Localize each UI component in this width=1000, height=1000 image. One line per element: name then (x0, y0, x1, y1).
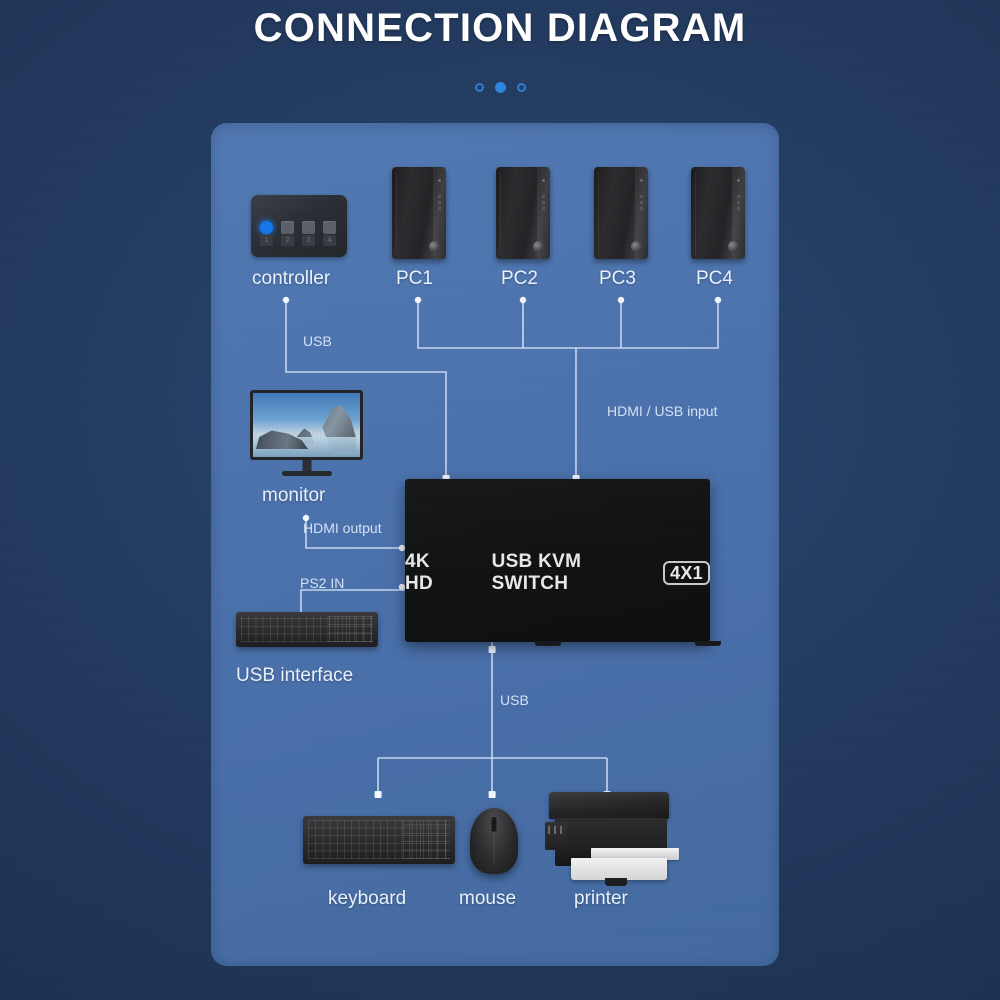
kvm-switch-device[interactable]: 4K HD USB KVM SWITCH 4X1 (405, 479, 721, 646)
controller-button-4-number: 4 (323, 235, 336, 246)
kvm-port-badge: 4X1 (663, 560, 710, 586)
wire-label-pc-input: HDMI / USB input (607, 403, 718, 419)
pc-tower-2[interactable] (496, 167, 550, 259)
kvm-product-text: USB KVM SWITCH (491, 551, 582, 594)
pc-ports-icon (640, 195, 643, 211)
printer-control-panel[interactable] (545, 822, 567, 850)
pc-2-label: PC2 (501, 268, 538, 289)
pagination-dot-1[interactable] (474, 83, 484, 92)
keyboard-device[interactable] (303, 816, 455, 864)
mouse-device[interactable] (470, 808, 518, 874)
monitor-label: monitor (262, 485, 326, 506)
power-button-icon (438, 179, 441, 182)
kvm-product-group: USB KVM SWITCH 4X1 (492, 551, 710, 595)
pc-tower-3[interactable] (594, 167, 648, 259)
monitor-stand-neck (302, 460, 311, 472)
usb-interface-keyboard[interactable] (236, 612, 378, 647)
wire-label-hdmi-output: HDMI output (303, 520, 382, 536)
monitor-device[interactable] (250, 390, 363, 482)
controller-button-4[interactable]: 4 (323, 221, 336, 246)
pc-side-panel (635, 167, 648, 259)
pagination-dots (0, 82, 1000, 93)
kvm-foot-left (535, 641, 561, 646)
mouse-label: mouse (459, 888, 517, 909)
wire-label-controller-usb: USB (303, 333, 332, 349)
controller-buttons: 1 2 3 4 (260, 221, 336, 246)
keyboard-keys (241, 616, 373, 642)
keyboard-numpad (328, 616, 373, 642)
power-button-icon (542, 179, 545, 182)
pc-side-panel (537, 167, 550, 259)
power-button-icon (737, 179, 740, 182)
keyboard-keys (308, 820, 450, 859)
wire-label-ps2-in: PS2 IN (300, 575, 345, 591)
kvm-foot-right (695, 641, 721, 646)
printer-tray-tab (605, 878, 627, 886)
keyboard-numpad (402, 820, 450, 859)
printer-panel-buttons[interactable] (548, 826, 564, 834)
pc-ports-icon (438, 195, 441, 211)
printer-output-tray (571, 858, 667, 880)
pc-tower-4[interactable] (691, 167, 745, 259)
pc-ports-icon (542, 195, 545, 211)
controller-device[interactable]: 1 2 3 4 (251, 195, 347, 257)
controller-button-1[interactable]: 1 (260, 221, 273, 246)
power-button-icon (640, 179, 643, 182)
controller-led-4 (323, 221, 336, 234)
usb-interface-label: USB interface (236, 665, 354, 686)
pc-logo-icon (533, 241, 544, 252)
controller-button-1-number: 1 (260, 235, 273, 246)
monitor-stand-base (281, 471, 332, 476)
pc-logo-icon (429, 241, 440, 252)
pc-ports-icon (737, 195, 740, 211)
controller-led-3 (302, 221, 315, 234)
pc-side-panel (433, 167, 446, 259)
keyboard-label: keyboard (328, 888, 407, 909)
printer-device[interactable] (545, 792, 679, 886)
monitor-screen (250, 390, 363, 460)
pagination-dot-3[interactable] (516, 83, 526, 92)
page-title: CONNECTION DIAGRAM (253, 6, 747, 50)
printer-input-tray (591, 848, 679, 860)
controller-button-3-number: 3 (302, 235, 315, 246)
controller-led-1 (260, 221, 273, 234)
pc-side-panel (732, 167, 745, 259)
pagination-dot-2-active[interactable] (494, 82, 506, 93)
controller-button-2[interactable]: 2 (281, 221, 294, 246)
pc-logo-icon (728, 241, 739, 252)
printer-scanner-lid (549, 792, 669, 819)
kvm-brand-text: 4K HD (405, 551, 434, 594)
pc-tower-1[interactable] (392, 167, 446, 259)
pc-4-label: PC4 (696, 268, 733, 289)
pc-logo-icon (631, 241, 642, 252)
controller-led-2 (281, 221, 294, 234)
pc-1-label: PC1 (396, 268, 433, 289)
kvm-switch-faceplate: 4K HD USB KVM SWITCH 4X1 (405, 551, 710, 595)
controller-label: controller (252, 268, 331, 289)
wire-label-peripheral-usb: USB (500, 692, 529, 708)
pc-3-label: PC3 (599, 268, 636, 289)
printer-label: printer (574, 888, 628, 909)
controller-button-2-number: 2 (281, 235, 294, 246)
controller-button-3[interactable]: 3 (302, 221, 315, 246)
